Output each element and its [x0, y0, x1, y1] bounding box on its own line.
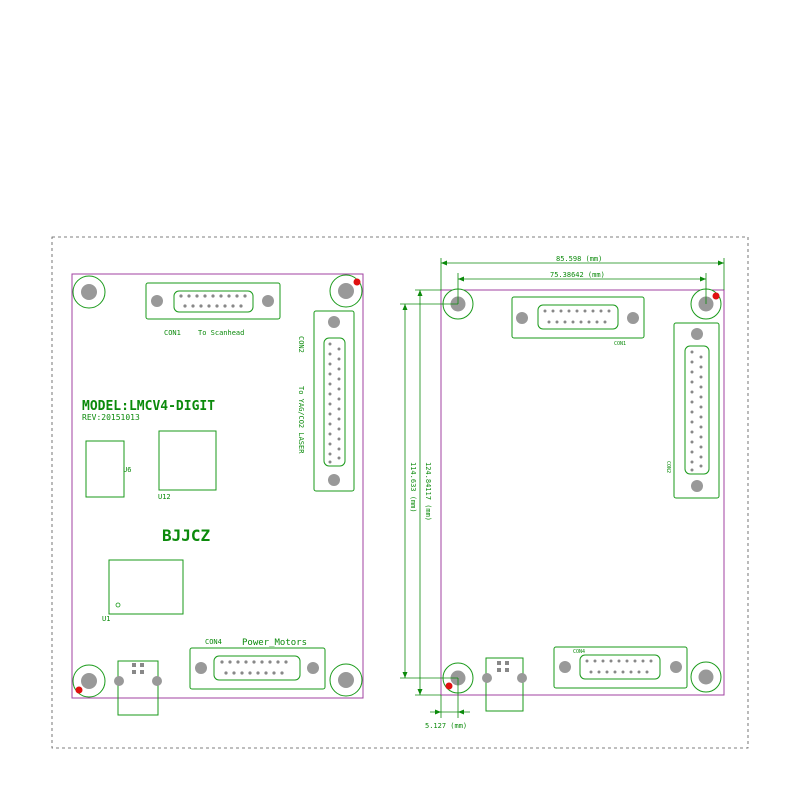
pin1-marker: [712, 292, 720, 300]
right-con4-label: CON4: [573, 649, 585, 655]
u6-label: U6: [123, 466, 131, 474]
brand-label: BJJCZ: [162, 526, 211, 545]
rev-label: REV:20151013: [82, 413, 140, 422]
dim-width-outer: [440, 258, 725, 290]
u12-label: U12: [158, 493, 171, 501]
pin1-marker: [445, 682, 453, 690]
dim-hole-offset-label: 5.127 (mm): [425, 722, 467, 730]
right-mount-hole-br: [690, 661, 722, 693]
dim-height-inner-label: 114.633 (mm): [409, 462, 417, 513]
left-mount-hole-bl: [72, 664, 106, 698]
u1-label: U1: [102, 615, 110, 623]
left-board-edge: [71, 273, 364, 699]
dim-height-outer: [415, 289, 441, 696]
dim-width-inner: [457, 273, 707, 304]
right-usb-connector: [482, 657, 527, 712]
pin1-marker: [75, 686, 83, 694]
left-usb-connector: [114, 660, 162, 716]
dim-height-outer-label: 124.84117 (mm): [424, 462, 432, 521]
left-con4-label: CON4: [205, 638, 222, 646]
left-con1-connector: [145, 282, 281, 320]
left-con1-label: CON1: [164, 329, 181, 337]
dim-width-outer-label: 85.598 (mm): [556, 255, 602, 263]
pin1-marker: [353, 278, 361, 286]
u12-footprint: [158, 430, 217, 491]
right-board: CON1 CON2 CON4: [400, 255, 725, 730]
right-con1-label: CON1: [614, 341, 626, 347]
left-con2-desc: To YAG/CO2 LASER: [297, 386, 305, 454]
left-mount-hole-tr: [329, 274, 363, 308]
left-con2-label: CON2: [297, 336, 305, 353]
dim-width-inner-label: 75.38642 (mm): [550, 271, 605, 279]
u6-footprint: [85, 440, 125, 498]
right-con2-label: CON2: [665, 461, 671, 473]
dim-height-inner: [400, 303, 458, 679]
left-con1-desc: To Scanhead: [198, 329, 244, 337]
dim-hole-offset: [430, 678, 470, 718]
left-mount-hole-tl: [72, 275, 106, 309]
model-label: MODEL:LMCV4-DIGIT: [82, 399, 215, 414]
u1-footprint: [108, 559, 184, 615]
left-con4-desc: Power_Motors: [242, 638, 307, 648]
right-con4-connector: [553, 646, 688, 689]
left-board: CON1 To Scanhead CON2 To YAG/CO2 LASER M…: [71, 273, 364, 716]
left-mount-hole-br: [329, 663, 363, 697]
drawing-frame: [51, 236, 749, 749]
left-con4-connector: [189, 647, 326, 690]
right-con2-connector: [673, 322, 720, 499]
left-con2-connector: [313, 310, 355, 492]
right-con1-connector: [511, 296, 645, 339]
right-board-edge: [440, 289, 725, 696]
